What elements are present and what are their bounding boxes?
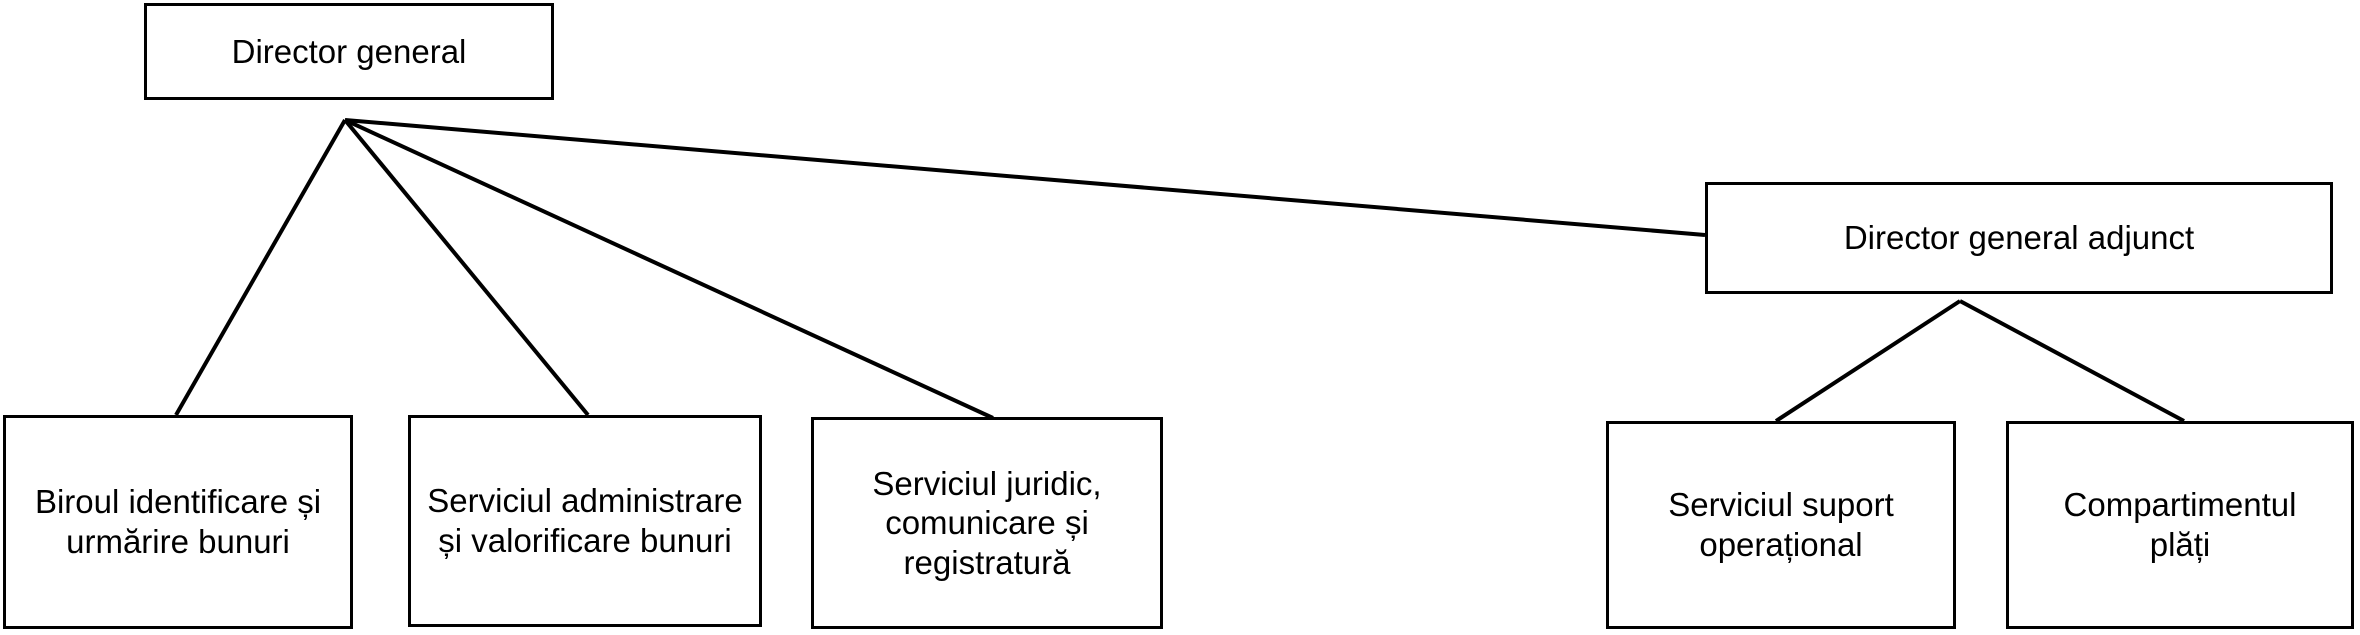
node-serviciul-juridic: Serviciul juridic, comunicare și registr… bbox=[811, 417, 1163, 629]
node-director-general: Director general bbox=[144, 3, 554, 100]
node-serviciul-administrare: Serviciul administrare și valorificare b… bbox=[408, 415, 762, 627]
node-director-general-adjunct: Director general adjunct bbox=[1705, 182, 2333, 294]
node-biroul-identificare: Biroul identificare și urmărire bunuri bbox=[3, 415, 353, 629]
line-dg-juridic bbox=[344, 118, 994, 420]
line-adjunct-plati bbox=[1959, 299, 2185, 423]
node-compartimentul-plati: Compartimentul plăți bbox=[2006, 421, 2354, 629]
line-dg-administrare bbox=[343, 118, 590, 417]
line-dg-biroul bbox=[174, 119, 347, 416]
node-serviciul-suport: Serviciul suport operațional bbox=[1606, 421, 1956, 629]
line-dg-adjunct bbox=[344, 118, 1706, 237]
line-adjunct-suport bbox=[1774, 299, 1962, 423]
